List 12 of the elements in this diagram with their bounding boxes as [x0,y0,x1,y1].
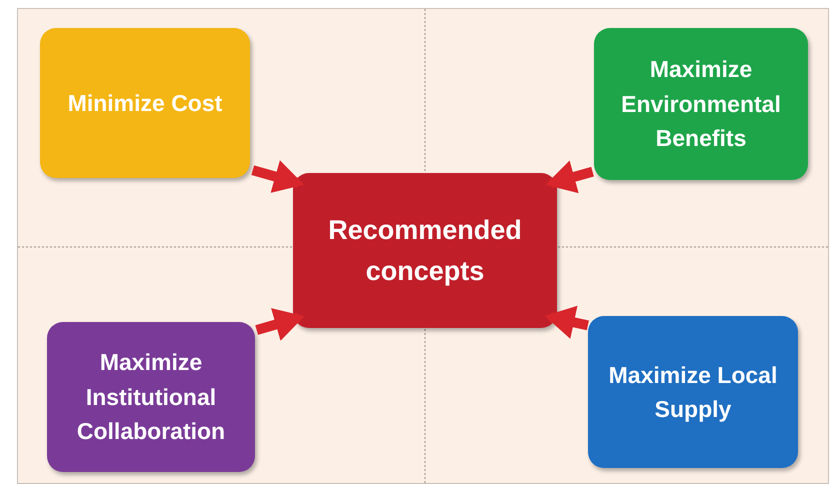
goal-box [293,173,557,328]
goal-text: Recommended concepts [327,214,523,288]
goal-text: Minimize Cost [68,88,222,118]
goal-text: Maximize Local Supply [608,360,778,424]
goal-box [594,28,808,180]
goal-box [47,322,255,472]
goal-text: Maximize Environmental Benefits [620,55,782,154]
goal-box [40,28,250,178]
arrow [251,160,304,193]
goal-box [588,316,798,468]
goal-text: Maximize Institutional Collaboration [76,348,226,446]
arrow [255,308,305,341]
